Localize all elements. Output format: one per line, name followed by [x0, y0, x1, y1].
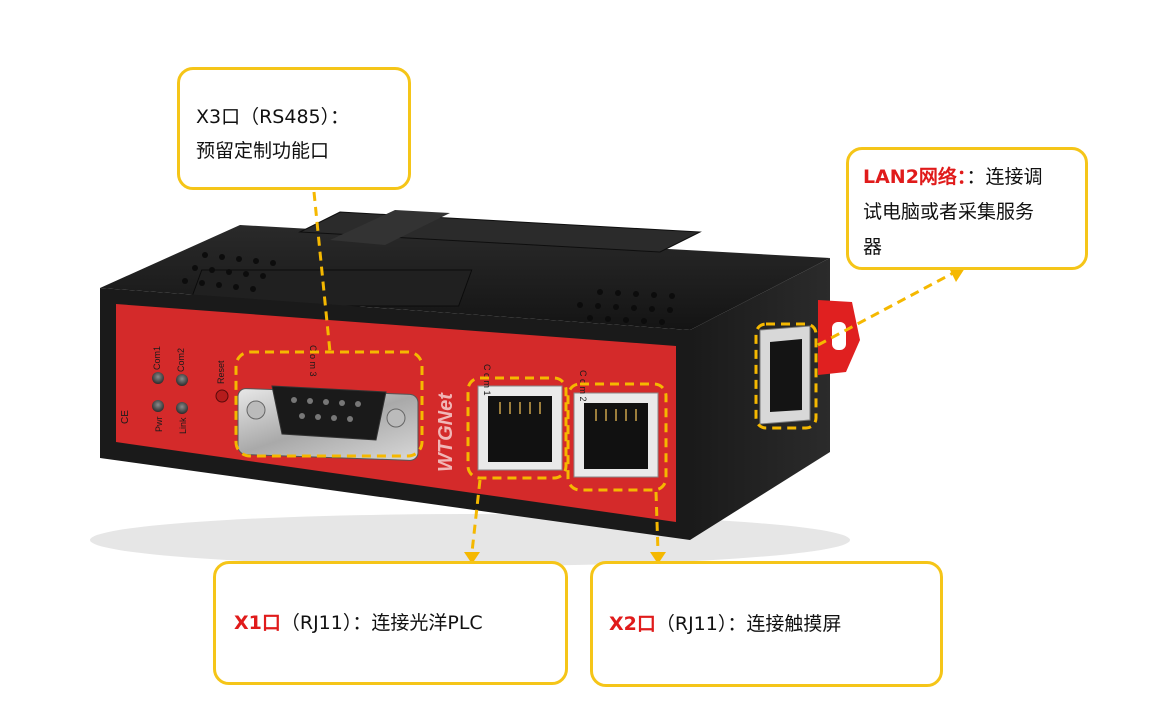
- callout-x1-text: （RJ11）：连接光洋PLC: [280, 612, 483, 634]
- led-com2-label: Com2: [176, 348, 186, 372]
- com2-port-label: C o m 2: [578, 370, 588, 402]
- callout-lan2-text2: 试电脑或者采集服务: [863, 201, 1035, 223]
- led-link-label: Link: [178, 417, 188, 434]
- callout-x3-line2: 预留定制功能口: [196, 140, 330, 162]
- led-pwr: [152, 400, 164, 412]
- highlight-x3: [234, 350, 424, 458]
- callout-x3: X3口（RS485）： 预留定制功能口: [177, 67, 411, 190]
- leader-lan2: [817, 270, 956, 347]
- callout-x3-line1: X3口（RS485）：: [196, 106, 350, 128]
- vent-holes-left: [182, 252, 276, 292]
- arrow-x2: [650, 552, 666, 564]
- device-top-ridge: [330, 210, 450, 245]
- led-link: [176, 402, 188, 414]
- callout-lan2: LAN2网络：：连接调 试电脑或者采集服务 器: [846, 147, 1088, 270]
- brand-logo: WTGNet: [435, 392, 457, 472]
- callout-x2-label: X2口: [609, 613, 656, 635]
- com1-port-label: C o m 1: [482, 364, 492, 396]
- callout-x2: X2口（RJ11）：连接触摸屏: [590, 561, 943, 687]
- vent-holes-right: [577, 289, 675, 325]
- leader-x1: [470, 479, 482, 553]
- rj11-port-x1: [477, 385, 563, 471]
- com3-port-label: C o m 3: [308, 345, 318, 377]
- leader-x3: [312, 191, 332, 353]
- highlight-lan2: [754, 322, 818, 430]
- callout-x2-text: （RJ11）：连接触摸屏: [655, 613, 842, 635]
- rj11-port-x2: [573, 392, 659, 478]
- db9-port: [237, 385, 419, 461]
- callout-x1-label: X1口: [234, 612, 281, 634]
- callout-lan2-label: LAN2网络：: [863, 166, 967, 188]
- reset-label: Reset: [216, 360, 226, 384]
- arrow-x1: [464, 552, 480, 564]
- callout-x1: X1口（RJ11）：连接光洋PLC: [213, 561, 568, 685]
- ce-mark: CE: [120, 410, 131, 424]
- led-com1-label: Com1: [152, 346, 162, 370]
- din-clip-slot: [832, 322, 846, 350]
- lan2-port: [759, 325, 811, 425]
- callout-lan2-text1: ：连接调: [966, 166, 1043, 188]
- callout-lan2-text3: 器: [863, 236, 883, 258]
- reset-button[interactable]: [215, 389, 229, 403]
- highlight-x2: [566, 382, 668, 492]
- led-com1: [152, 372, 164, 384]
- highlight-x1: [466, 376, 568, 480]
- led-com2: [176, 374, 188, 386]
- arrow-lan2: [948, 266, 965, 282]
- led-pwr-label: Pwr: [154, 416, 164, 432]
- leader-x2: [654, 491, 660, 553]
